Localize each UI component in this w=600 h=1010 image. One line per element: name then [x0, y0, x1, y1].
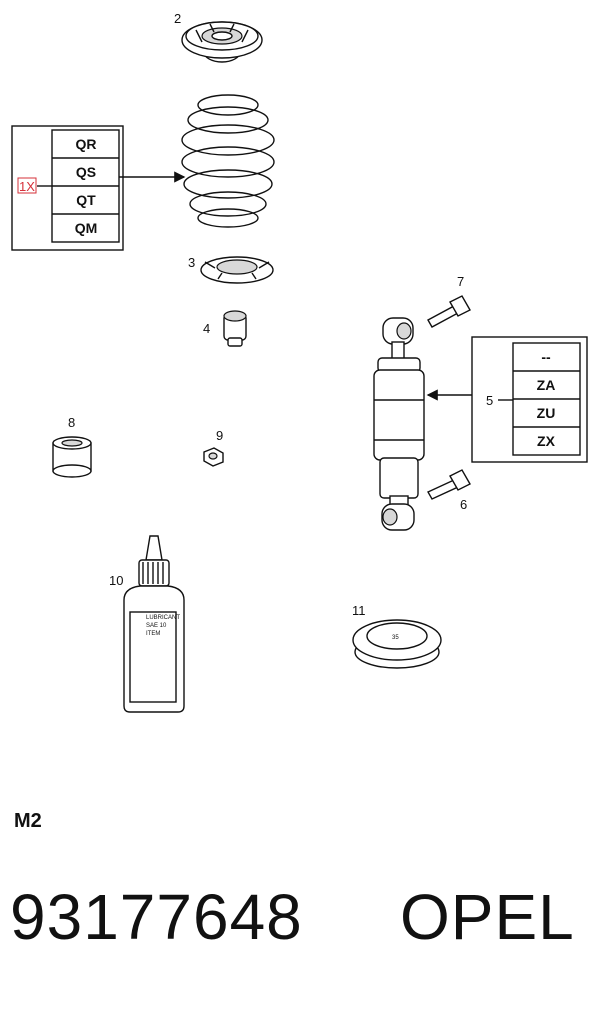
cap-label: 35: [392, 635, 399, 641]
shock-code-4: ZX: [537, 433, 556, 449]
part-label-4: 4: [203, 321, 210, 336]
parts-diagram: 2 QR QS QT QM 1X 3 4: [11, 11, 588, 713]
shock-code-table: -- ZA ZU ZX 5: [426, 336, 588, 463]
part-label-7: 7: [457, 274, 464, 289]
part-label-11: 11: [352, 603, 366, 618]
spring-selector-label: 1X: [19, 179, 35, 194]
spring-code-2: QS: [76, 164, 96, 180]
part-label-6: 6: [460, 497, 467, 512]
brand-name: OPEL: [400, 881, 575, 953]
bottle-label-line-2: SAE 10: [146, 623, 167, 629]
bump-stop: 4: [203, 310, 247, 347]
shock-absorber: [373, 317, 425, 531]
variant-code: M2: [14, 810, 42, 832]
shock-code-1: --: [541, 349, 551, 365]
spring-code-4: QM: [75, 220, 98, 236]
shock-code-2: ZA: [537, 377, 556, 393]
part-label-3: 3: [188, 255, 195, 270]
spring-code-3: QT: [76, 192, 96, 208]
coil-spring: [181, 94, 275, 228]
part-label-5: 5: [486, 393, 493, 408]
spring-code-1: QR: [76, 136, 97, 152]
spring-code-table: QR QS QT QM 1X: [11, 125, 186, 251]
bushing: 8: [52, 415, 92, 478]
bottle-label-line-3: ITEM: [146, 631, 160, 637]
part-label-8: 8: [68, 415, 75, 430]
lower-bolt: 6: [427, 469, 471, 512]
part-number: 93177648: [10, 881, 303, 953]
upper-bolt: 7: [427, 274, 471, 328]
shock-code-3: ZU: [537, 405, 556, 421]
lubricant-bottle: LUBRICANT SAE 10 ITEM 10: [109, 535, 185, 713]
selector-highlight-box: [17, 177, 37, 194]
part-label-9: 9: [216, 428, 223, 443]
bottle-label-line-1: LUBRICANT: [146, 615, 180, 621]
protective-cap: 35 11: [352, 603, 442, 669]
part-label-10: 10: [109, 573, 123, 588]
spring-lower-seat: 3: [188, 255, 274, 284]
nut: 9: [203, 428, 224, 467]
spring-upper-mount: 2: [174, 11, 263, 63]
part-label-2: 2: [174, 11, 181, 26]
